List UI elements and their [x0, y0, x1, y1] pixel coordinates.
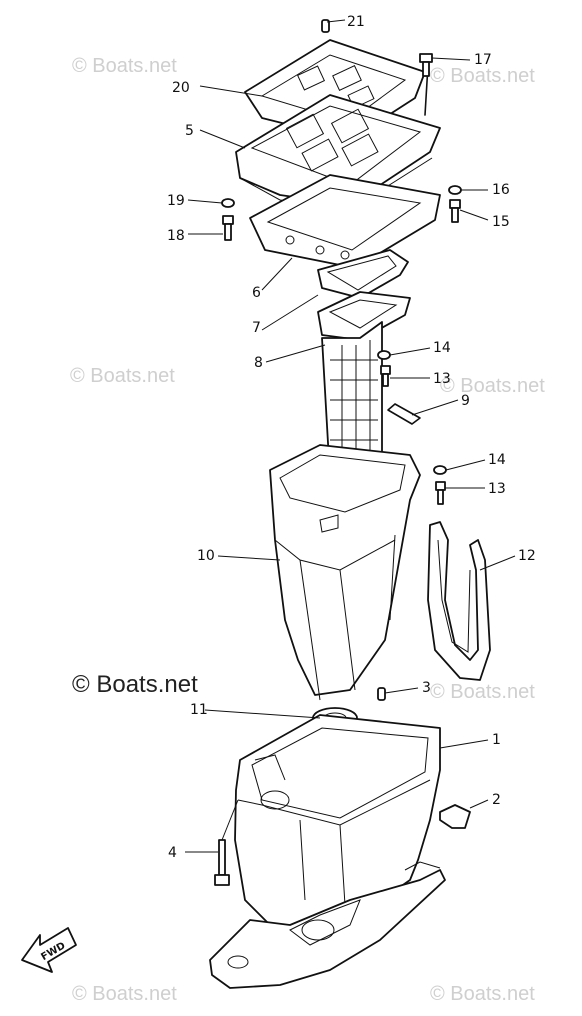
- part-8-exhaust-guide: [317, 291, 411, 479]
- part-1-lower-section: [209, 861, 446, 989]
- watermark: © Boats.net: [72, 983, 177, 1005]
- part-2-cap: [439, 804, 471, 829]
- callout-18: 18: [167, 228, 185, 244]
- part-19-washer: [221, 198, 235, 208]
- watermark: © Boats.net: [430, 983, 535, 1005]
- part-13-bolt-lower: [435, 481, 446, 505]
- leader-lines: [185, 19, 516, 853]
- part-5-upper-plate: [235, 64, 441, 211]
- callout-11: 11: [190, 702, 208, 718]
- fwd-arrow: FWD: [21, 927, 77, 973]
- callout-9: 9: [461, 393, 470, 409]
- callout-13-upper: 13: [433, 371, 451, 387]
- watermark: © Boats.net: [440, 375, 545, 397]
- callout-10: 10: [197, 548, 215, 564]
- part-16-washer: [448, 185, 462, 195]
- part-12-side-seal: [427, 521, 491, 681]
- part-14-washer-upper: [377, 350, 391, 360]
- callout-14-lower: 14: [488, 452, 506, 468]
- part-15-bolt: [449, 199, 461, 223]
- part-13-bolt-upper: [380, 365, 391, 387]
- callout-17: 17: [474, 52, 492, 68]
- part-4-bolt: [214, 839, 230, 886]
- callout-5: 5: [185, 123, 194, 139]
- part-9-clip: [387, 403, 421, 425]
- callout-15: 15: [492, 214, 510, 230]
- part-10-muffler-case: [269, 444, 421, 701]
- callout-13-lower: 13: [488, 481, 506, 497]
- callout-7: 7: [252, 320, 261, 336]
- callout-8: 8: [254, 355, 263, 371]
- callout-12: 12: [518, 548, 536, 564]
- callout-4: 4: [168, 845, 177, 861]
- callout-21: 21: [347, 14, 365, 30]
- part-21-pin: [321, 19, 330, 33]
- callout-19: 19: [167, 193, 185, 209]
- part-6-gasket: [249, 174, 441, 269]
- watermark: © Boats.net: [72, 55, 177, 77]
- watermarks-faint: © Boats.net © Boats.net © Boats.net © Bo…: [70, 55, 545, 1005]
- part-7-seal: [317, 249, 409, 299]
- callout-2: 2: [492, 792, 501, 808]
- callout-6: 6: [252, 285, 261, 301]
- watermark: © Boats.net: [430, 65, 535, 87]
- part-18-bolt: [222, 215, 234, 241]
- part-17-bolt: [419, 53, 433, 77]
- part-3-pin: [377, 687, 386, 701]
- part-14-washer-lower: [433, 465, 447, 475]
- callout-3: 3: [422, 680, 431, 696]
- callout-labels: 21 17 20 5 16 19 15 18 6 7 8 14 13 9 14 …: [167, 14, 536, 861]
- callout-16: 16: [492, 182, 510, 198]
- callout-20: 20: [172, 80, 190, 96]
- watermark-main: © Boats.net: [72, 671, 198, 698]
- watermark: © Boats.net: [70, 365, 175, 387]
- callout-14-upper: 14: [433, 340, 451, 356]
- callout-1: 1: [492, 732, 501, 748]
- part-1-upper-casing: [234, 714, 441, 936]
- watermark: © Boats.net: [430, 681, 535, 703]
